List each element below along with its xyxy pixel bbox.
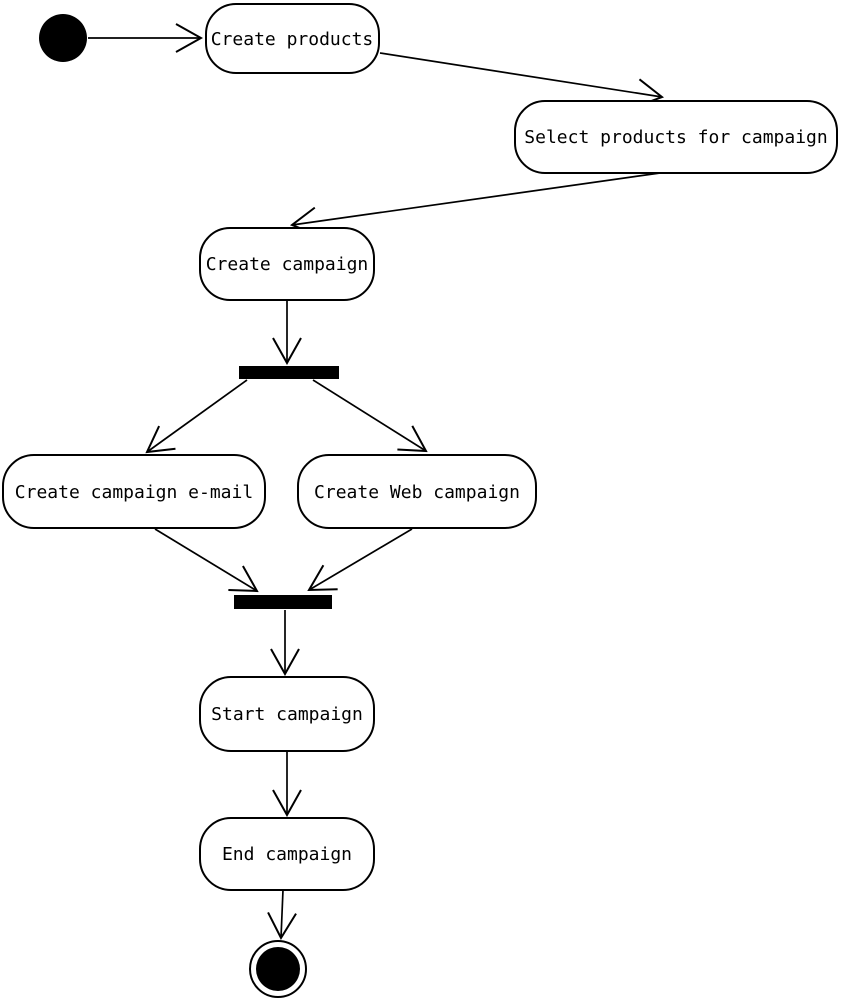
activity-label: End campaign xyxy=(222,844,352,865)
flow-create-web-campaign-to-join xyxy=(309,528,413,590)
activity-label: Select products for campaign xyxy=(524,127,827,148)
activity-label: Start campaign xyxy=(211,704,363,725)
fork-bar xyxy=(239,366,339,379)
activity-node-create-products: Create products xyxy=(205,3,380,74)
activity-shape xyxy=(514,100,838,174)
flow-select-products-to-create-campaign xyxy=(292,172,661,225)
activity-shape xyxy=(297,454,537,529)
activity-node-end-campaign: End campaign xyxy=(199,817,375,891)
activity-node-select-products-for-campaign: Select products for campaign xyxy=(514,100,838,174)
flow-fork-to-create-campaign-email xyxy=(147,379,248,452)
activity-label: Create Web campaign xyxy=(314,482,520,503)
flow-end-campaign-to-final xyxy=(281,889,283,938)
join-bar xyxy=(234,595,332,609)
activity-shape xyxy=(205,3,380,74)
activity-node-create-campaign: Create campaign xyxy=(199,227,375,301)
initial-node xyxy=(39,14,87,62)
activity-label: Create campaign e-mail xyxy=(15,482,253,503)
flow-create-products-to-select-products xyxy=(379,52,662,97)
activity-shape xyxy=(199,817,375,891)
activity-shape xyxy=(2,454,266,529)
final-node xyxy=(249,940,307,998)
final-node-dot xyxy=(256,947,300,991)
flow-fork-to-create-web-campaign xyxy=(312,379,426,451)
activity-node-start-campaign: Start campaign xyxy=(199,676,375,752)
activity-node-create-campaign-email: Create campaign e-mail xyxy=(2,454,266,529)
activity-node-create-web-campaign: Create Web campaign xyxy=(297,454,537,529)
activity-label: Create campaign xyxy=(206,254,369,275)
activity-shape xyxy=(199,676,375,752)
flow-create-campaign-email-to-join xyxy=(154,528,257,591)
activity-label: Create products xyxy=(211,29,374,50)
activity-shape xyxy=(199,227,375,301)
